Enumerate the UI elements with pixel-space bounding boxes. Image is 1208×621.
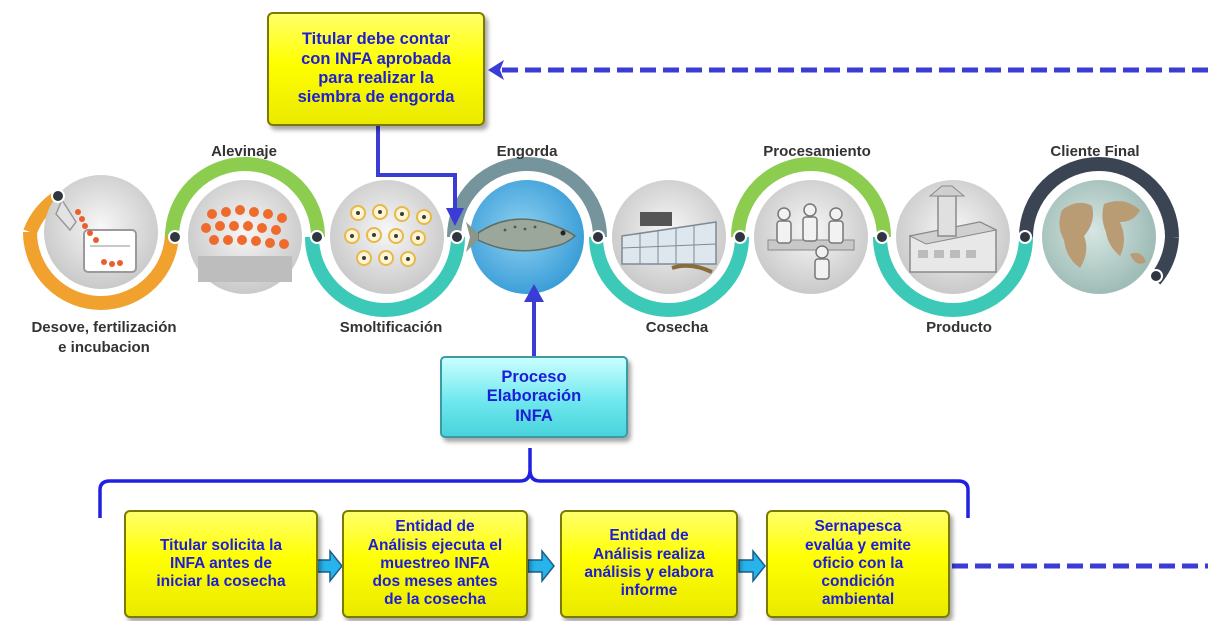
stage-label-engorda: Engorda [496,143,558,160]
step-arrows [315,548,766,584]
producto-image [896,180,1010,294]
smoltificacion-arc [305,236,465,317]
step-arrow-2 [527,548,555,584]
process-infa-box: Proceso Elaboración INFA [440,356,628,438]
step-box-2: Entidad de Análisis ejecuta el muestreo … [342,510,528,618]
desove-arc [23,231,179,310]
producto-arc [873,236,1033,317]
stage-label-cosecha: Cosecha [645,319,709,336]
step-arrow-3 [738,548,766,584]
procesamiento-image [754,180,868,294]
stage-images [44,175,1156,294]
top-note-box: Titular debe contar con INFA aprobada pa… [267,12,485,126]
stage-label-cliente-final: Cliente Final [1050,143,1140,160]
alevinaje-image [188,180,302,294]
engorda-image [466,180,584,294]
stage-label-desove: Desove, fertilización e incubacion [31,319,177,356]
stage-label-procesamiento: Procesamiento [763,143,871,160]
stage-label-alevinaje: Alevinaje [211,143,277,160]
connector-arrows [98,60,1208,569]
smoltificacion-image [330,180,444,294]
step-box-1: Titular solicita la INFA antes de inicia… [124,510,318,618]
chain-dots [51,189,1163,283]
step-arrow-1 [315,548,343,584]
process-chain [23,157,1179,317]
cosecha-arc [589,236,749,317]
cliente-final-arc [1019,157,1179,238]
note-to-engorda-arrow [376,124,457,212]
alevinaje-arc [165,157,325,238]
stage-label-producto: Producto [926,319,992,336]
cliente-final-image [1042,180,1156,294]
step-box-3: Entidad de Análisis realiza análisis y e… [560,510,738,618]
cosecha-image [612,180,726,294]
engorda-arc [447,157,607,238]
process-bracket [98,448,970,518]
step-box-4: Sernapesca evalúa y emite oficio con la … [766,510,950,618]
stage-label-smoltificacion: Smoltificación [339,319,443,336]
desove-image [44,175,158,289]
procesamiento-arc [731,157,891,238]
